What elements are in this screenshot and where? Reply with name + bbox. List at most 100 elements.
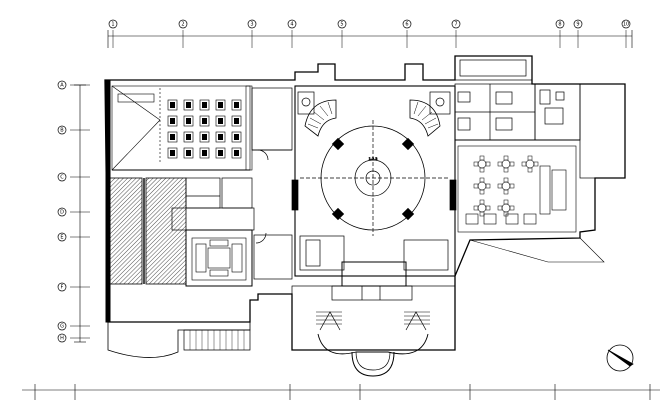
desk — [199, 115, 210, 127]
podium — [117, 93, 155, 103]
desk-chair — [218, 118, 223, 124]
table-chair — [479, 155, 485, 161]
desk-chair — [170, 102, 175, 108]
desk-chair — [234, 150, 239, 156]
table-chair — [485, 161, 491, 167]
booth-seat — [523, 213, 537, 225]
table-chair — [503, 189, 509, 195]
grid-label-left: E — [60, 235, 63, 241]
desk-chair — [234, 118, 239, 124]
grid-label-top: 2 — [181, 22, 184, 28]
grid-label-top: 9 — [576, 22, 579, 28]
desk — [183, 147, 194, 159]
round-table — [525, 159, 535, 169]
hall-label: 1-2.3 — [369, 157, 378, 161]
grid-label-top: 8 — [558, 22, 561, 28]
table-chair — [479, 177, 485, 183]
north-arrow-icon — [606, 344, 634, 372]
grid-bubble-left — [57, 172, 67, 182]
grid-label-left: H — [60, 336, 64, 342]
grid-bubble-left — [57, 321, 67, 331]
table-chair — [479, 189, 485, 195]
desk-chair — [186, 118, 191, 124]
grid-bubble-top — [247, 19, 257, 29]
right-offices — [454, 55, 626, 179]
grid-label-left: G — [60, 324, 64, 330]
desk — [167, 131, 178, 143]
grid-label-top: 5 — [340, 22, 343, 28]
table-chair — [485, 183, 491, 189]
table-chair — [503, 167, 509, 173]
desk-chair — [218, 150, 223, 156]
desk-chair — [218, 134, 223, 140]
table-chair — [485, 205, 491, 211]
grid-bubble-top — [573, 19, 583, 29]
table-chair — [527, 167, 533, 173]
grid-bubble-top — [451, 19, 461, 29]
table-chair — [479, 211, 485, 217]
desk — [167, 99, 178, 111]
table-chair — [509, 161, 515, 167]
desk — [167, 115, 178, 127]
grid-label-left: B — [60, 128, 64, 134]
desk-chair — [234, 102, 239, 108]
table-chair — [473, 161, 479, 167]
desk-chair — [202, 102, 207, 108]
desk-chair — [186, 134, 191, 140]
round-table — [501, 159, 511, 169]
round-table — [477, 203, 487, 213]
grid-label-top: 6 — [405, 22, 408, 28]
desk — [231, 147, 242, 159]
round-table — [477, 159, 487, 169]
grid-label-left: F — [61, 285, 64, 291]
desk — [167, 147, 178, 159]
booth-seat — [483, 213, 497, 225]
table-chair — [521, 161, 527, 167]
grid-bubble-left — [57, 282, 67, 292]
desk — [183, 131, 194, 143]
dining-area — [457, 145, 577, 233]
grid-label-left: C — [60, 175, 64, 181]
grid-bubble-left — [57, 207, 67, 217]
table-chair — [473, 205, 479, 211]
meeting-room — [111, 85, 253, 171]
grid-label-left: D — [60, 210, 64, 216]
grid-label-top: 7 — [454, 22, 457, 28]
desk — [215, 147, 226, 159]
desk — [183, 99, 194, 111]
table-chair — [497, 205, 503, 211]
desk-chair — [202, 150, 207, 156]
bottom-dimension-line — [22, 384, 660, 400]
table-chair — [533, 161, 539, 167]
round-table — [501, 181, 511, 191]
table-chair — [473, 183, 479, 189]
top-grid-axis — [107, 30, 633, 48]
lounge-room — [185, 229, 253, 287]
desk-chair — [186, 102, 191, 108]
central-hall: 1-2.3 — [291, 85, 457, 287]
desk-chair — [186, 150, 191, 156]
table-chair — [497, 161, 503, 167]
table-chair — [497, 183, 503, 189]
desk — [199, 147, 210, 159]
table-chair — [503, 199, 509, 205]
grid-bubble-left — [57, 80, 67, 90]
desk-chair — [170, 134, 175, 140]
left-grid-axis — [74, 84, 86, 343]
desk-chair — [170, 150, 175, 156]
booth-seat — [465, 213, 479, 225]
grid-bubble-top — [402, 19, 412, 29]
desk — [199, 99, 210, 111]
grid-bubble-top — [178, 19, 188, 29]
table-chair — [527, 155, 533, 161]
desk-chair — [202, 134, 207, 140]
table-chair — [479, 167, 485, 173]
grid-bubble-left — [57, 125, 67, 135]
desk — [215, 99, 226, 111]
desk — [199, 131, 210, 143]
booth-seat — [505, 213, 519, 225]
grid-bubble-top — [621, 19, 631, 29]
desk — [183, 115, 194, 127]
desk — [215, 131, 226, 143]
